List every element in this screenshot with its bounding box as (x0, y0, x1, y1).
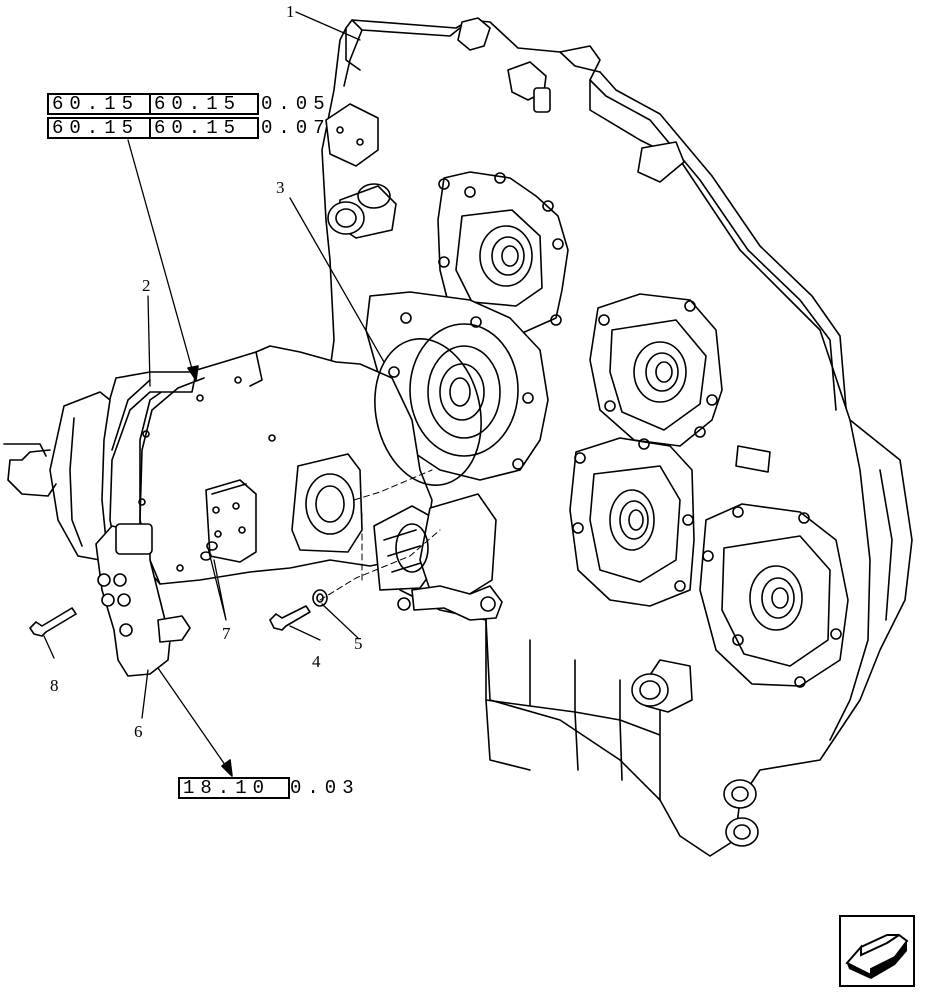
reference-box-section: 60.15 (47, 117, 151, 139)
callout-part-5: 5 (354, 634, 363, 653)
leader-arrowheads (187, 365, 233, 777)
callout-part-1: 1 (286, 2, 295, 21)
reference-60-150-07[interactable]: 60.15 60.15 0.07 (47, 117, 347, 141)
o-ring-gasket (374, 338, 482, 486)
callout-part-3: 3 (276, 178, 285, 197)
callout-part-4: 4 (312, 652, 321, 671)
callout-part-8: 8 (50, 676, 59, 695)
callout-part-2: 2 (142, 276, 151, 295)
bearing-cover-left (365, 291, 549, 481)
reference-box-page: 60.15 (149, 93, 259, 115)
washer-part-5 (312, 589, 328, 607)
reference-suffix: 0.03 (290, 777, 360, 799)
arrow-navigation-icon (845, 933, 909, 979)
callout-part-6: 6 (134, 722, 143, 741)
assembly-centerlines (319, 469, 441, 601)
bolt-part-8 (29, 607, 77, 637)
bearing-cover-middle (569, 437, 695, 607)
reference-box-section: 18.10 (178, 777, 290, 799)
reference-60-150-05[interactable]: 60.15 60.15 0.05 (47, 93, 347, 117)
reference-suffix: 0.07 (261, 117, 331, 139)
bearing-cover-top (437, 171, 569, 335)
control-valve-block (95, 523, 191, 677)
mounting-bracket (397, 585, 503, 621)
reference-18-100-03[interactable]: 18.10 0.03 (178, 777, 358, 801)
callout-part-7: 7 (222, 624, 231, 643)
reference-box-section: 60.15 (47, 93, 151, 115)
bearing-cover-right (589, 293, 723, 447)
bearing-cover-lower-right (699, 503, 849, 688)
reference-box-page: 60.15 (149, 117, 259, 139)
reference-suffix: 0.05 (261, 93, 331, 115)
o-rings-part-7 (200, 541, 218, 561)
leader-lines (43, 11, 385, 773)
bolt-part-4 (269, 605, 311, 631)
navigation-button[interactable] (839, 915, 915, 987)
